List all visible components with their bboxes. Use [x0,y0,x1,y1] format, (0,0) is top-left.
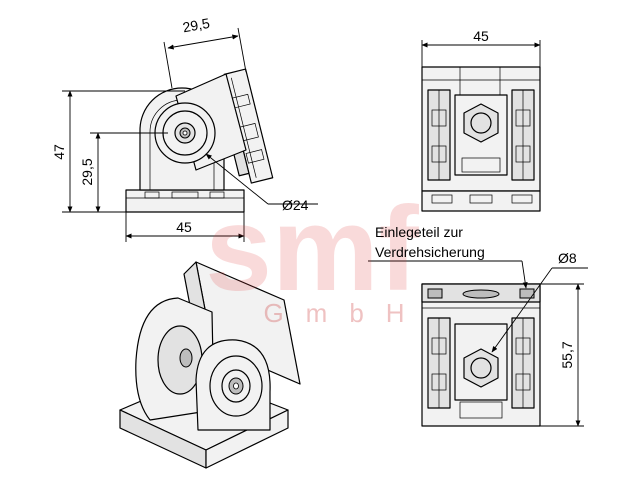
dim-bottom-diameter: Ø8 [558,250,577,266]
insert-piece-left [427,288,443,299]
front-view [421,40,541,212]
bottom-view-hex-nut [463,348,499,388]
side-view [62,27,318,242]
watermark-logo: smf [205,182,419,316]
dim-side-base-width: 45 [176,219,192,235]
watermark: smf GmbH [205,182,426,328]
dim-side-width-top: 29,5 [181,15,211,36]
annotation-line-1: Einlegeteil zur [375,224,463,240]
dim-bottom-height: 55,7 [559,341,575,368]
dim-side-height-center: 29,5 [79,158,95,185]
dim-front-width: 45 [473,28,489,44]
front-view-base [421,190,541,212]
dim-side-height-total: 47 [51,144,67,160]
dim-side-diameter: Ø24 [282,197,309,213]
annotation-line-2: Verdrehsicherung [375,244,485,260]
bottom-view [368,260,588,427]
watermark-subtitle: GmbH [263,298,426,328]
front-view-hex-nut [463,103,499,143]
isometric-view [119,261,301,469]
